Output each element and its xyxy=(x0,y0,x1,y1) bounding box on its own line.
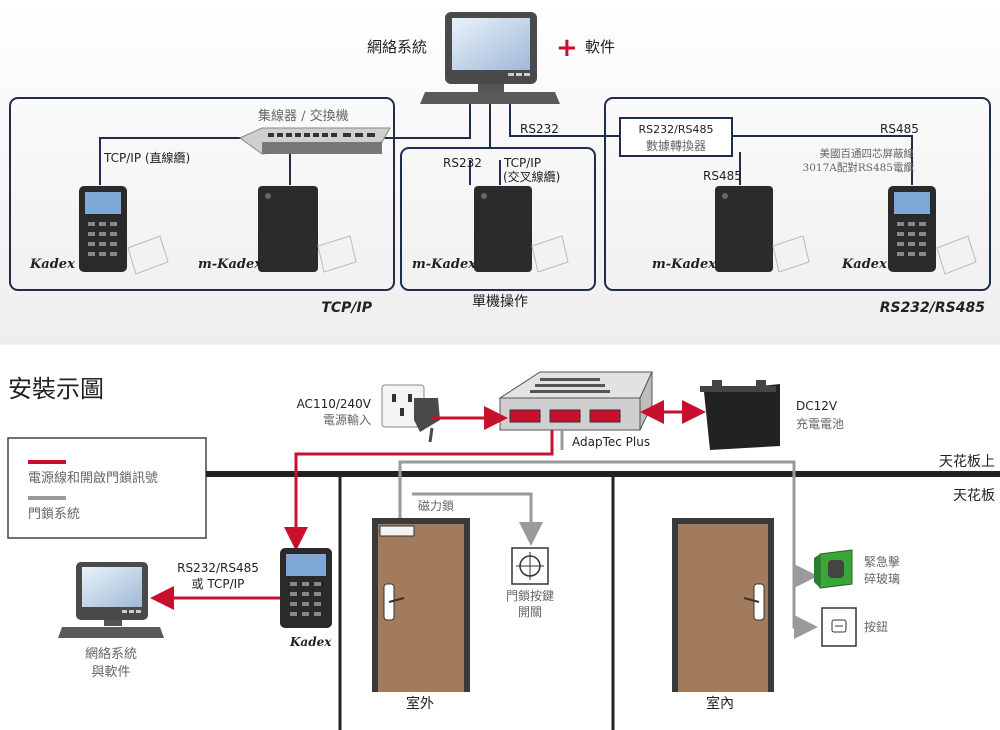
legend-box xyxy=(7,437,207,539)
card-icon xyxy=(317,235,357,273)
brand-mkadex-2: m-Kadex xyxy=(412,257,476,272)
red-power-wires xyxy=(284,400,706,551)
pc-label-1: 網絡系統 xyxy=(85,646,137,662)
rs232-label-a: RS232 xyxy=(520,122,559,136)
converter-box xyxy=(619,117,733,157)
dc-label-1: DC12V xyxy=(796,399,838,413)
rs232-label-b: RS232 xyxy=(443,156,482,170)
rs485-label-a: RS485 xyxy=(703,169,742,183)
tcp-cross-label-1: TCP/IP xyxy=(503,156,541,170)
break-glass-label-2: 碎玻璃 xyxy=(864,571,900,586)
ceiling-label: 天花板 xyxy=(953,488,995,504)
gray-lock-wires xyxy=(398,430,818,639)
push-button-label: 按鈕 xyxy=(864,620,888,634)
mkadex-reader-icon xyxy=(258,186,318,272)
rs-link-label-1: RS232/RS485 xyxy=(177,561,259,575)
rs-link-label-2: 或 TCP/IP xyxy=(192,577,245,591)
ceiling-above-label: 天花板上 xyxy=(939,454,995,470)
card-icon xyxy=(936,235,977,275)
ac-label-2: 電源輸入 xyxy=(323,412,371,427)
brand-kadex-3: Kadex xyxy=(289,635,332,649)
legend-red-label: 電源線和開啟門鎖訊號 xyxy=(28,470,158,486)
kadex-reader-icon xyxy=(79,186,127,272)
break-glass-label-1: 緊急擊 xyxy=(864,554,900,569)
mkadex-reader-icon xyxy=(715,186,773,272)
network-pc-icon xyxy=(58,562,164,638)
rs-section-box xyxy=(604,97,991,291)
legend-gray-label: 門鎖系統 xyxy=(28,506,80,522)
kadex-reader-icon xyxy=(280,548,332,628)
tcp-direct-label: TCP/IP (直線纜) xyxy=(103,150,190,165)
tcp-section-box xyxy=(9,97,395,291)
pc-label-2: 與軟件 xyxy=(91,664,130,680)
door-inside xyxy=(672,518,774,692)
card-icon xyxy=(531,235,569,273)
inside-label: 室內 xyxy=(706,695,734,712)
cable-note-1: 美國百通四芯屏蔽線 xyxy=(820,147,915,160)
network-pc-icon xyxy=(420,12,560,104)
push-button-icon xyxy=(821,607,857,647)
maglock-label: 磁力鎖 xyxy=(418,498,454,513)
converter-label-2: 數據轉換器 xyxy=(646,139,706,153)
power-socket-icon xyxy=(381,384,440,443)
card-icon xyxy=(772,235,810,273)
exit-button-label-2: 開關 xyxy=(518,605,542,619)
install-title: 安裝示圖 xyxy=(8,375,104,403)
section-tcp-label: TCP/IP xyxy=(321,300,372,316)
card-icon xyxy=(127,235,169,275)
brand-mkadex-1: m-Kadex xyxy=(198,257,262,272)
brand-kadex-2: Kadex xyxy=(841,257,887,272)
exit-button-label-1: 門鎖按鍵 xyxy=(506,588,554,603)
converter-label-1: RS232/RS485 xyxy=(639,123,714,136)
network-label: 網絡系統 xyxy=(367,38,427,56)
single-section-box xyxy=(400,147,596,291)
top-wires xyxy=(99,104,913,185)
software-label: 軟件 xyxy=(585,38,615,56)
plus-sign: + xyxy=(556,33,578,63)
door-outside xyxy=(372,518,470,692)
battery-icon xyxy=(700,380,780,450)
rs485-label-b: RS485 xyxy=(880,122,919,136)
break-glass-icon xyxy=(814,549,853,589)
brand-kadex-1: Kadex xyxy=(29,257,75,272)
section-rs-label: RS232/RS485 xyxy=(880,300,986,316)
mkadex-reader-icon xyxy=(474,186,532,272)
hub-label: 集線器 / 交換機 xyxy=(258,108,349,124)
tcp-cross-label-2: (交叉線纜) xyxy=(503,169,560,184)
hub-switch-icon xyxy=(239,127,391,155)
section-single-label: 單機操作 xyxy=(472,294,528,310)
dc-label-2: 充電電池 xyxy=(796,416,844,431)
kadex-reader-icon xyxy=(888,186,936,272)
outside-label: 室外 xyxy=(406,695,434,712)
brand-mkadex-3: m-Kadex xyxy=(652,257,716,272)
exit-button-icon xyxy=(511,547,549,585)
adaptec-label: AdapTec Plus xyxy=(572,435,650,449)
cable-note-2: 3017A配對RS485電纜 xyxy=(803,161,915,174)
ac-label-1: AC110/240V xyxy=(297,397,372,411)
